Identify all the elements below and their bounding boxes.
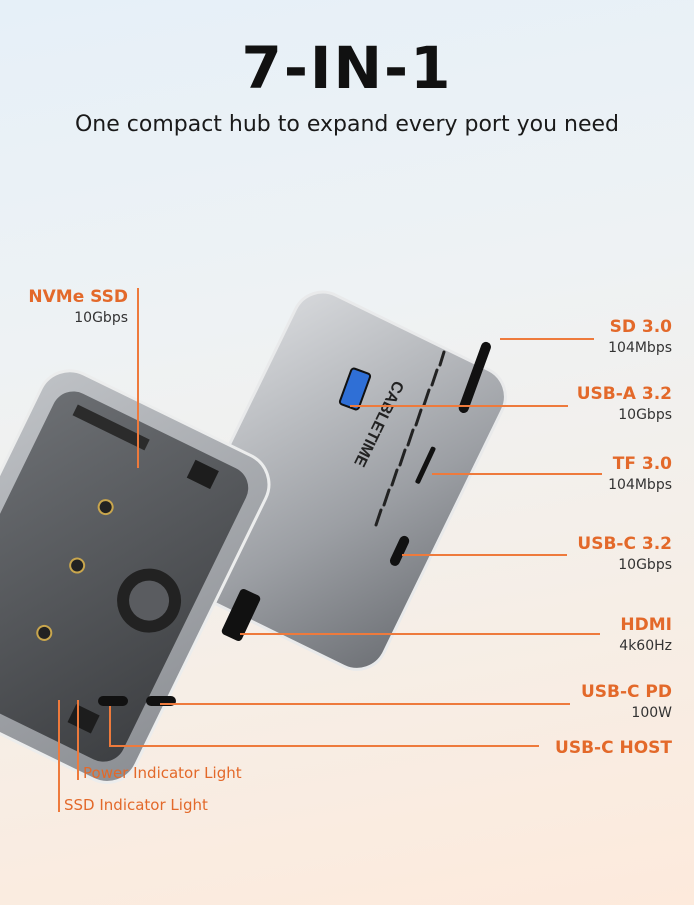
leader-line-hdmi — [240, 633, 600, 635]
label-power-indicator: Power Indicator Light — [83, 764, 242, 782]
label-usb-c-host: USB-C HOST — [555, 738, 672, 758]
leader-line-host — [109, 745, 539, 747]
leader-line-sd — [500, 338, 594, 340]
leader-line-nvme — [137, 288, 139, 468]
label-ssd-indicator: SSD Indicator Light — [64, 796, 208, 814]
leader-line-tf — [432, 473, 602, 475]
leader-line-power — [77, 700, 79, 780]
leader-line-usb-c-pd — [160, 703, 570, 705]
leader-line-usb-c-32 — [402, 554, 567, 556]
page-subtitle: One compact hub to expand every port you… — [74, 112, 619, 137]
label-nvme-ssd: NVMe SSD 10Gbps — [28, 287, 128, 326]
leader-line-usb-a — [350, 405, 568, 407]
page-title: 7-IN-1 — [241, 34, 453, 102]
leader-line-host-vertical — [109, 706, 111, 746]
leader-line-ssd-indicator — [58, 700, 60, 812]
